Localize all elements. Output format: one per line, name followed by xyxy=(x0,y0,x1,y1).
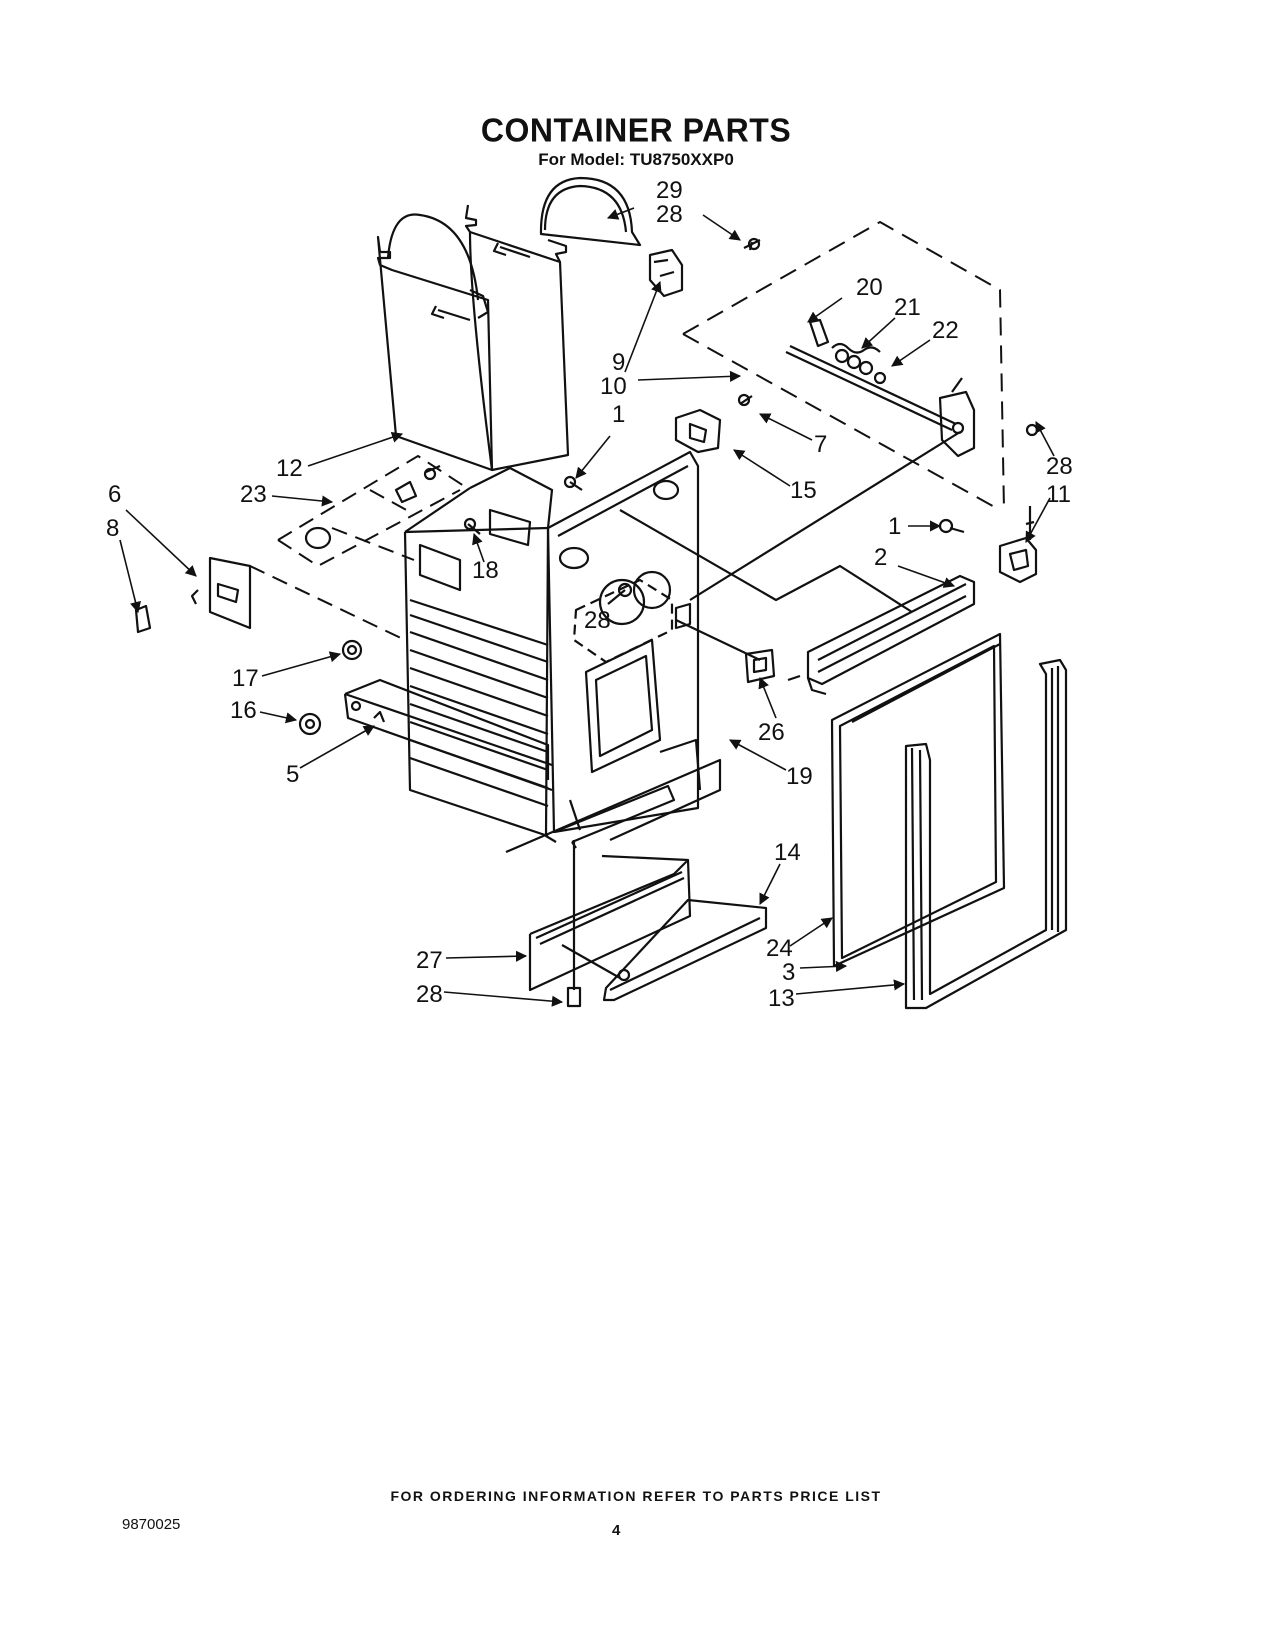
callout-9: 9 xyxy=(612,349,625,376)
callout-leaders xyxy=(119,207,1055,1007)
base-channel xyxy=(343,678,553,792)
toe-grille xyxy=(528,854,768,1002)
callout-26: 26 xyxy=(758,719,785,746)
callout-27: 27 xyxy=(416,947,443,974)
callout-6: 6 xyxy=(108,481,121,508)
callout-13: 13 xyxy=(768,985,795,1012)
callout-10: 10 xyxy=(600,373,627,400)
ordering-note: FOR ORDERING INFORMATION REFER TO PARTS … xyxy=(390,1488,882,1504)
page-number: 4 xyxy=(612,1522,621,1539)
assembly-lines xyxy=(619,431,961,661)
callout-19: 19 xyxy=(786,763,813,790)
cabinet-housing xyxy=(403,450,702,843)
callout-21: 21 xyxy=(894,294,921,321)
callout-24: 24 xyxy=(766,935,793,962)
callout-28-right: 28 xyxy=(1046,453,1073,480)
callout-17: 17 xyxy=(232,665,259,692)
callout-5: 5 xyxy=(286,761,299,788)
model-subtitle: For Model: TU8750XXP0 xyxy=(538,150,734,169)
switch-assembly-outline xyxy=(249,455,465,641)
callout-16: 16 xyxy=(230,697,257,724)
top-hinge-bracket xyxy=(648,237,761,298)
bottom-support xyxy=(505,758,722,854)
small-fasteners xyxy=(298,475,633,736)
callout-2: 2 xyxy=(874,544,887,571)
container-liner-panel xyxy=(376,204,570,472)
callout-12: 12 xyxy=(276,455,303,482)
switch-knobs xyxy=(304,464,441,550)
callout-28-top: 28 xyxy=(656,201,683,228)
callout-28-bottom: 28 xyxy=(416,981,443,1008)
bottom-screw xyxy=(566,840,582,1008)
document-number: 9870025 xyxy=(122,1516,181,1533)
callout-18: 18 xyxy=(472,557,499,584)
callout-labels: 29 28 20 21 22 9 10 1 7 15 28 11 1 2 12 … xyxy=(106,177,1073,1012)
callout-7: 7 xyxy=(814,431,827,458)
door-assembly xyxy=(830,632,1068,1010)
callout-20: 20 xyxy=(856,274,883,301)
filler-panel xyxy=(539,176,642,247)
callout-3: 3 xyxy=(782,959,795,986)
callout-23: 23 xyxy=(240,481,267,508)
hinge-rod-assembly xyxy=(785,318,976,458)
callout-1-top: 1 xyxy=(612,401,625,428)
page-title: CONTAINER PARTS xyxy=(480,111,792,149)
callout-8: 8 xyxy=(106,515,119,542)
door-handle-rail xyxy=(806,574,976,696)
door-stop-bracket xyxy=(744,648,801,684)
callout-14: 14 xyxy=(774,839,801,866)
callout-11: 11 xyxy=(1046,481,1071,508)
callout-15: 15 xyxy=(790,477,817,504)
callout-29: 29 xyxy=(656,177,683,204)
callout-1-right: 1 xyxy=(888,513,901,540)
switch-bracket xyxy=(134,556,252,634)
hinge-bracket xyxy=(674,393,753,454)
callout-22: 22 xyxy=(932,317,959,344)
callout-28-center: 28 xyxy=(584,607,611,634)
